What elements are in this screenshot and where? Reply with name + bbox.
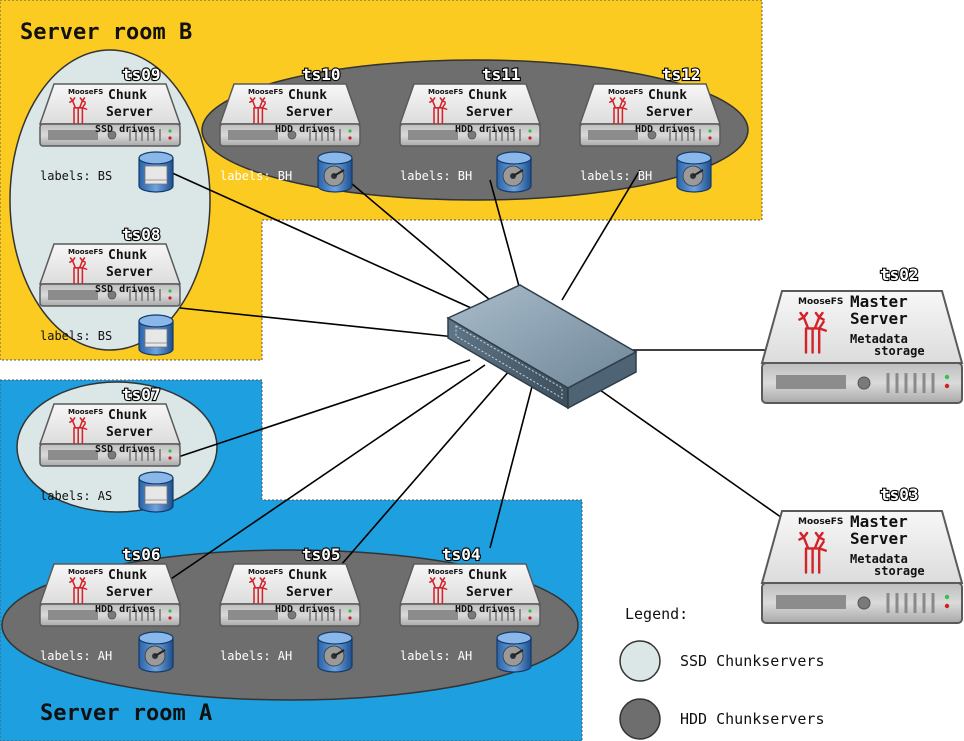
server-line2: Server	[850, 529, 908, 548]
chunkserver-ts10: MooseFS Chunk Server HDD drives	[219, 83, 361, 147]
hdd-drive-icon	[317, 151, 353, 193]
legend-ssd-swatch	[619, 640, 661, 682]
moosefs-brand-label: MooseFS	[68, 248, 103, 256]
moosefs-brand-label: MooseFS	[798, 297, 843, 307]
master-server-ts03: MooseFS Master Server Metadata storage	[760, 509, 964, 625]
hdd-drive-icon	[496, 151, 532, 193]
hdd-drive-icon	[317, 631, 353, 673]
server-line2: Server	[106, 425, 153, 440]
server-line1: Master	[850, 292, 908, 311]
hdd-drive-icon	[496, 631, 532, 673]
server-room-a-title: Server room A	[40, 701, 212, 726]
hostname-ts02: ts02	[880, 265, 919, 284]
moosefs-brand-label: MooseFS	[798, 517, 843, 527]
labels-ts04: labels: AH	[400, 649, 472, 663]
server-line1: Chunk	[468, 568, 507, 583]
server-line2: Server	[850, 309, 908, 328]
server-line2: Server	[646, 105, 693, 120]
server-room-b-title: Server room B	[20, 20, 192, 45]
master-server-ts02: MooseFS Master Server Metadata storage	[760, 289, 964, 405]
server-sub1: Metadata	[850, 332, 908, 346]
hostname-ts05: ts05	[302, 545, 341, 564]
hostname-ts11: ts11	[482, 65, 521, 84]
chunkserver-ts06: MooseFS Chunk Server HDD drives	[39, 563, 181, 627]
labels-ts10: labels: BH	[220, 169, 292, 183]
server-line2: Server	[466, 105, 513, 120]
labels-ts05: labels: AH	[220, 649, 292, 663]
chunkserver-ts07: MooseFS Chunk Server SSD drives	[39, 403, 181, 467]
server-drives: HDD drives	[275, 603, 335, 615]
server-drives: SSD drives	[95, 123, 155, 135]
labels-ts11: labels: BH	[400, 169, 472, 183]
ssd-drive-icon	[138, 151, 174, 193]
server-line1: Chunk	[108, 88, 147, 103]
server-line1: Chunk	[468, 88, 507, 103]
moosefs-brand-label: MooseFS	[248, 568, 283, 576]
server-line1: Chunk	[108, 408, 147, 423]
moosefs-brand-label: MooseFS	[68, 88, 103, 96]
legend-ssd-label: SSD Chunkservers	[680, 652, 825, 670]
ssd-drive-icon	[138, 471, 174, 513]
server-line1: Chunk	[108, 568, 147, 583]
hostname-ts08: ts08	[122, 225, 161, 244]
server-line2: Server	[106, 105, 153, 120]
labels-ts07: labels: AS	[40, 489, 112, 503]
labels-ts09: labels: BS	[40, 169, 112, 183]
server-drives: HDD drives	[455, 603, 515, 615]
server-drives: HDD drives	[95, 603, 155, 615]
moosefs-brand-label: MooseFS	[428, 88, 463, 96]
server-drives: SSD drives	[95, 443, 155, 455]
server-drives: HDD drives	[635, 123, 695, 135]
server-line1: Chunk	[288, 568, 327, 583]
network-switch	[446, 284, 638, 410]
server-line2: Server	[286, 585, 333, 600]
server-line2: Server	[466, 585, 513, 600]
server-line1: Chunk	[648, 88, 687, 103]
server-line1: Master	[850, 512, 908, 531]
hostname-ts07: ts07	[122, 385, 161, 404]
chunkserver-ts11: MooseFS Chunk Server HDD drives	[399, 83, 541, 147]
chunkserver-ts09: MooseFS Chunk Server SSD drives	[39, 83, 181, 147]
server-line2: Server	[106, 585, 153, 600]
moosefs-brand-label: MooseFS	[68, 408, 103, 416]
server-line2: Server	[286, 105, 333, 120]
server-drives: HDD drives	[275, 123, 335, 135]
hostname-ts03: ts03	[880, 485, 919, 504]
hdd-drive-icon	[676, 151, 712, 193]
hostname-ts04: ts04	[442, 545, 481, 564]
labels-ts08: labels: BS	[40, 329, 112, 343]
hostname-ts10: ts10	[302, 65, 341, 84]
server-line1: Chunk	[108, 248, 147, 263]
server-drives: SSD drives	[95, 283, 155, 295]
network-cables	[164, 169, 786, 584]
chunkserver-ts12: MooseFS Chunk Server HDD drives	[579, 83, 721, 147]
legend: Legend: SSD Chunkservers HDD Chunkserver…	[619, 605, 825, 740]
legend-title: Legend:	[625, 605, 688, 623]
hostname-ts06: ts06	[122, 545, 161, 564]
ssd-drive-icon	[138, 314, 174, 356]
server-drives: HDD drives	[455, 123, 515, 135]
moosefs-brand-label: MooseFS	[428, 568, 463, 576]
chunkserver-ts04: MooseFS Chunk Server HDD drives	[399, 563, 541, 627]
labels-ts06: labels: AH	[40, 649, 112, 663]
moosefs-brand-label: MooseFS	[68, 568, 103, 576]
hdd-drive-icon	[138, 631, 174, 673]
server-line1: Chunk	[288, 88, 327, 103]
chunkserver-ts08: MooseFS Chunk Server SSD drives	[39, 243, 181, 307]
moosefs-brand-label: MooseFS	[248, 88, 283, 96]
hostname-ts12: ts12	[662, 65, 701, 84]
legend-hdd-label: HDD Chunkservers	[680, 710, 825, 728]
chunkserver-ts05: MooseFS Chunk Server HDD drives	[219, 563, 361, 627]
legend-hdd-swatch	[619, 698, 661, 740]
server-sub2: storage	[874, 564, 925, 578]
server-sub1: Metadata	[850, 552, 908, 566]
server-line2: Server	[106, 265, 153, 280]
hostname-ts09: ts09	[122, 65, 161, 84]
moosefs-brand-label: MooseFS	[608, 88, 643, 96]
server-sub2: storage	[874, 344, 925, 358]
labels-ts12: labels: BH	[580, 169, 652, 183]
